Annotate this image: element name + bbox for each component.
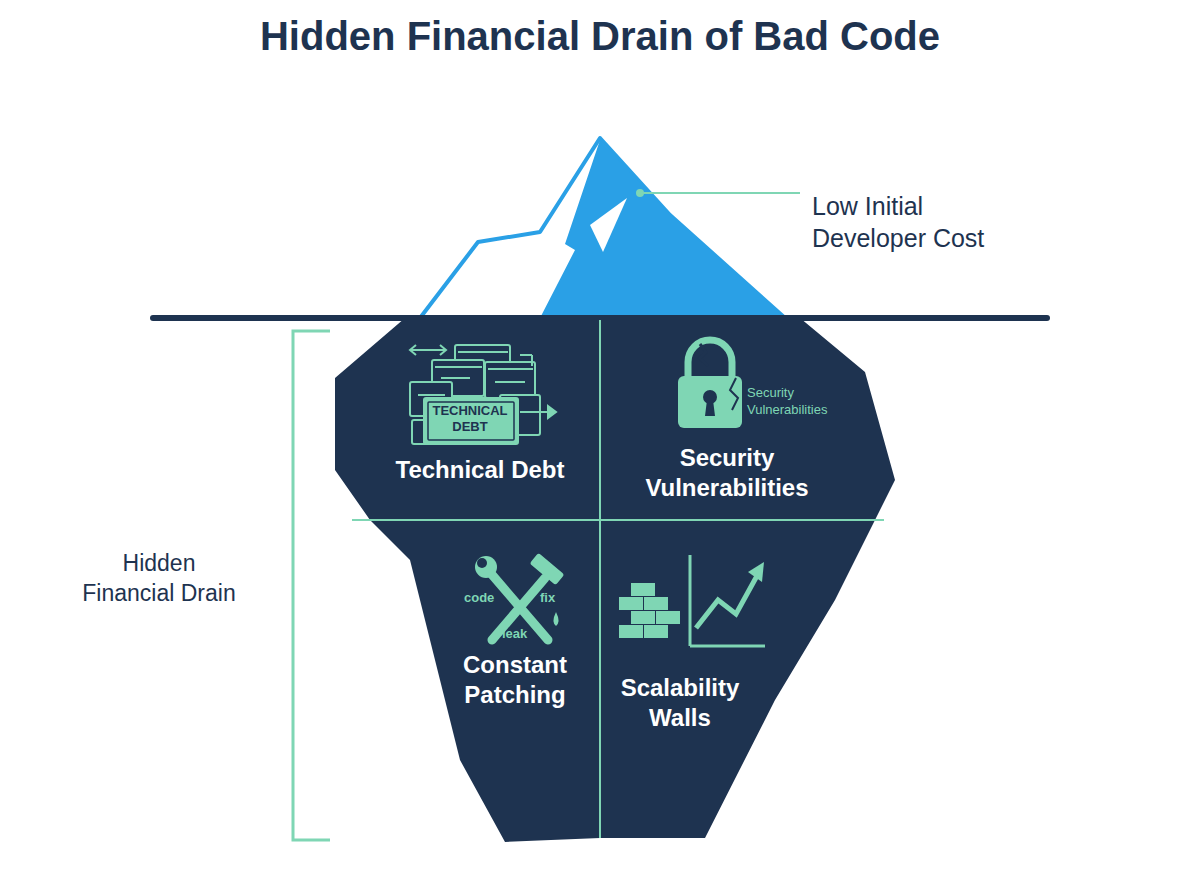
iceberg-tip: Low Initial Developer Cost (415, 130, 790, 320)
shape-face (335, 318, 895, 842)
icon-label: leak (502, 626, 542, 641)
divider-line (352, 519, 884, 521)
callout-label: Low Initial Developer Cost (812, 190, 1032, 254)
diagram-title: Hidden Financial Drain of Bad Code (0, 14, 1200, 59)
icon-label: Security Vulnerabilities (747, 384, 857, 418)
shape-face (540, 140, 785, 318)
iceberg-tip-outline (415, 130, 790, 320)
icon-label: TECHNICAL DEBT (425, 403, 515, 435)
divider-line (599, 320, 601, 838)
bracket (293, 331, 330, 840)
shape-face (420, 138, 785, 318)
quadrant-heading: Security Vulnerabilities (600, 443, 854, 503)
quadrant-heading: Technical Debt (360, 455, 600, 485)
leader-dot (636, 189, 644, 197)
leader-line (640, 192, 800, 194)
icon-label: code (464, 590, 504, 605)
shape-face (590, 198, 627, 252)
quadrant-heading: Scalability Walls (600, 673, 760, 733)
icon-label: fix (540, 590, 570, 605)
quadrant-heading: Constant Patching (425, 650, 605, 710)
bracket-label: Hidden Financial Drain (78, 548, 240, 608)
